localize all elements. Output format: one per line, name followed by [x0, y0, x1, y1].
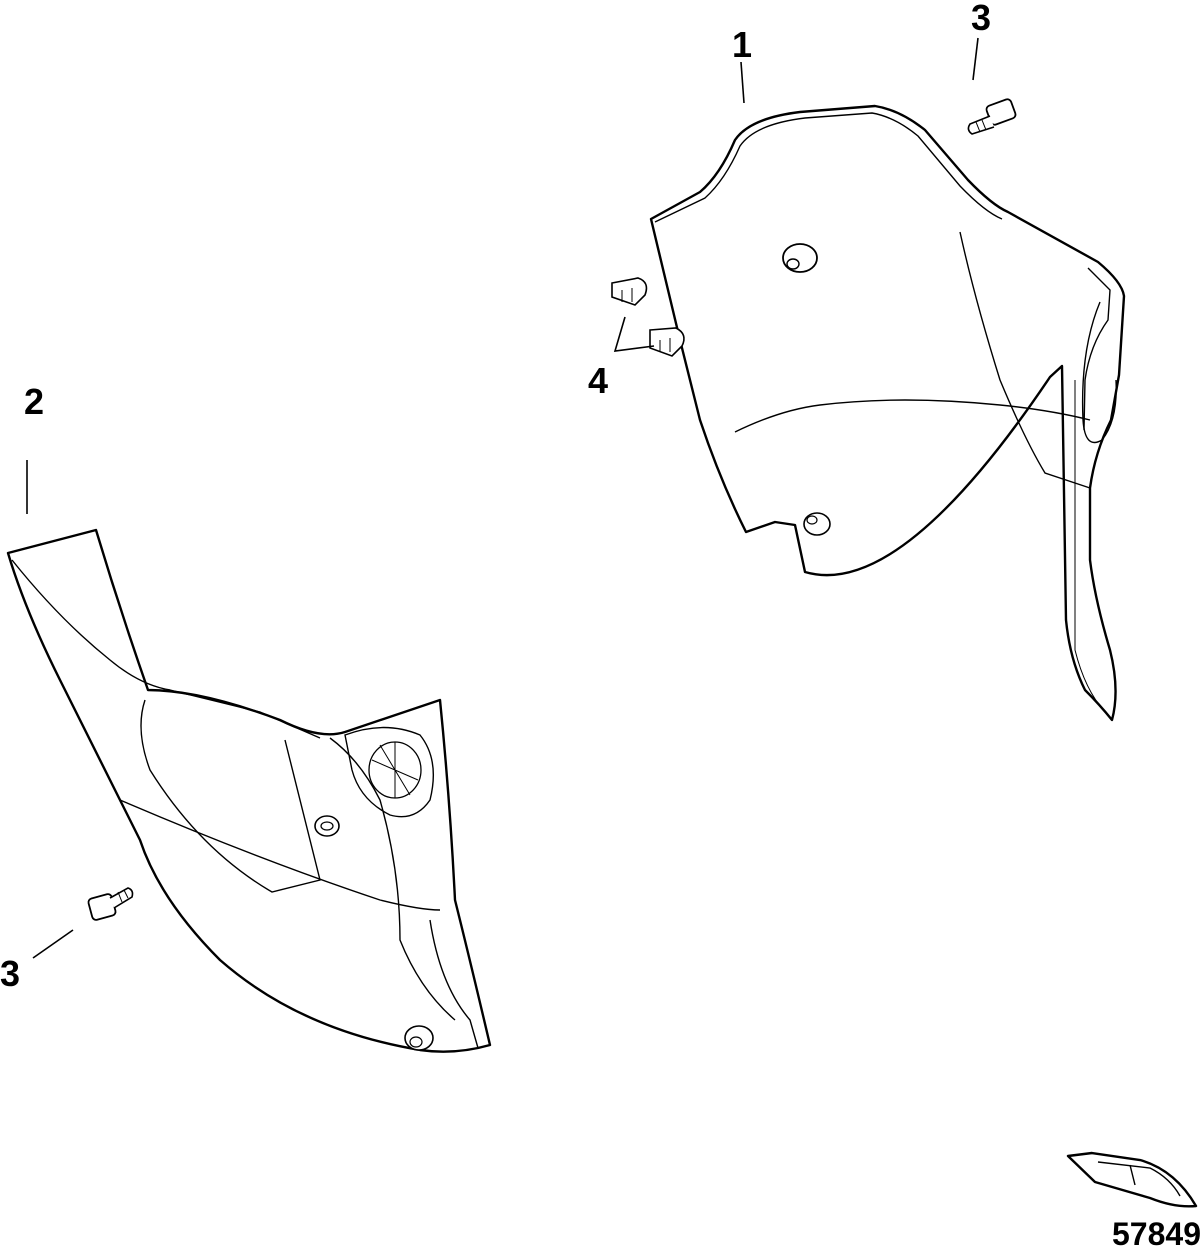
callout-2: 2	[24, 381, 44, 422]
leader-3-top	[972, 37, 979, 81]
callout-3-top: 3	[971, 0, 991, 38]
clip-4-upper	[611, 277, 648, 306]
part-1-cowl-panel	[649, 104, 1126, 722]
screw-3-top	[967, 98, 1017, 135]
callout-1: 1	[732, 24, 752, 65]
leader-4	[613, 316, 655, 352]
callout-3-bottom: 3	[0, 953, 20, 994]
figure-number: 57849	[1112, 1216, 1200, 1248]
grommet-mid	[314, 815, 340, 837]
grommet-bottom	[404, 1025, 434, 1051]
grommet-lower	[803, 512, 831, 536]
leader-1	[740, 61, 745, 104]
grommet-upper	[782, 243, 818, 273]
screw-3-bottom	[87, 887, 134, 921]
small-cover-part	[1066, 1151, 1198, 1208]
leader-3-bottom	[32, 929, 74, 959]
part-2-cowl-panel	[6, 528, 492, 1053]
mounting-boss	[344, 726, 435, 818]
callout-4: 4	[588, 360, 608, 401]
clip-4-lower	[649, 327, 685, 357]
